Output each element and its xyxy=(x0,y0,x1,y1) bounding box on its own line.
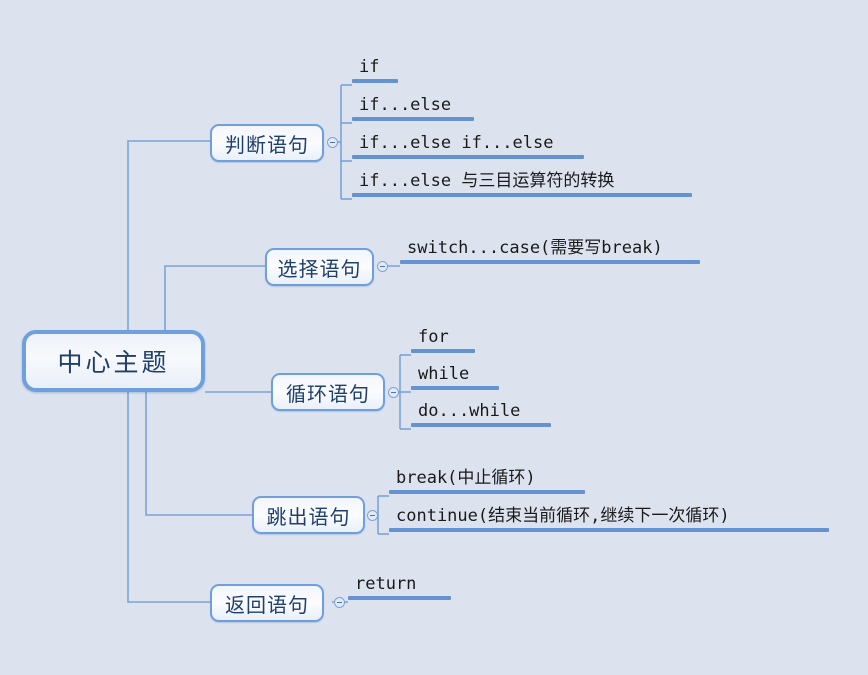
branch-node-selection[interactable]: 选择语句 xyxy=(265,248,374,286)
leaf-label: if...else 与三目运算符的转换 xyxy=(359,171,615,191)
leaf-label: do...while xyxy=(418,401,521,421)
leaf-item[interactable]: if...else 与三目运算符的转换 xyxy=(352,170,692,197)
leaf-label: continue(结束当前循环,继续下一次循环) xyxy=(396,506,730,526)
leaf-label: for xyxy=(418,327,449,347)
leaf-underline xyxy=(389,528,829,532)
leaf-item[interactable]: if...else if...else xyxy=(352,132,584,159)
leaf-underline xyxy=(411,386,499,390)
leaf-underline xyxy=(352,193,692,197)
leaf-label: switch...case(需要写break) xyxy=(407,238,663,258)
leaf-underline xyxy=(352,117,474,121)
leaf-label: if...else xyxy=(359,95,452,115)
central-node[interactable]: 中心主题 xyxy=(22,330,205,392)
leaf-label: break(中止循环) xyxy=(396,468,536,488)
leaf-item[interactable]: break(中止循环) xyxy=(389,467,585,494)
leaf-label: while xyxy=(418,364,470,384)
leaf-item[interactable]: continue(结束当前循环,继续下一次循环) xyxy=(389,505,829,532)
branch-label-selection: 选择语句 xyxy=(277,256,362,281)
leaf-underline xyxy=(352,79,398,83)
branch-label-jump: 跳出语句 xyxy=(266,504,351,529)
leaf-label: if xyxy=(359,57,380,77)
branch-node-judgement[interactable]: 判断语句 xyxy=(210,124,324,162)
collapse-toggle-selection[interactable] xyxy=(377,261,388,272)
leaf-item[interactable]: switch...case(需要写break) xyxy=(400,237,700,264)
leaf-underline xyxy=(400,260,700,264)
branch-node-jump[interactable]: 跳出语句 xyxy=(252,496,365,534)
leaf-label: if...else if...else xyxy=(359,133,554,153)
branch-label-return: 返回语句 xyxy=(225,592,309,617)
leaf-item[interactable]: return xyxy=(348,573,451,600)
leaf-underline xyxy=(352,155,584,159)
leaf-underline xyxy=(411,349,475,353)
collapse-toggle-judgement[interactable] xyxy=(327,137,338,148)
central-node-label: 中心主题 xyxy=(57,348,170,377)
leaf-item[interactable]: if xyxy=(352,56,398,83)
branch-node-return[interactable]: 返回语句 xyxy=(210,584,324,622)
branch-label-loop: 循环语句 xyxy=(286,381,370,406)
collapse-toggle-jump[interactable] xyxy=(367,510,378,521)
branch-label-judgement: 判断语句 xyxy=(225,132,309,157)
leaf-underline xyxy=(411,423,551,427)
leaf-item[interactable]: while xyxy=(411,363,499,390)
leaf-item[interactable]: for xyxy=(411,326,475,353)
leaf-underline xyxy=(389,490,585,494)
leaf-underline xyxy=(348,596,451,600)
collapse-toggle-loop[interactable] xyxy=(388,387,399,398)
collapse-toggle-return[interactable] xyxy=(334,597,345,608)
branch-node-loop[interactable]: 循环语句 xyxy=(271,373,385,411)
leaf-item[interactable]: if...else xyxy=(352,94,474,121)
leaf-item[interactable]: do...while xyxy=(411,400,551,427)
leaf-label: return xyxy=(355,574,417,594)
